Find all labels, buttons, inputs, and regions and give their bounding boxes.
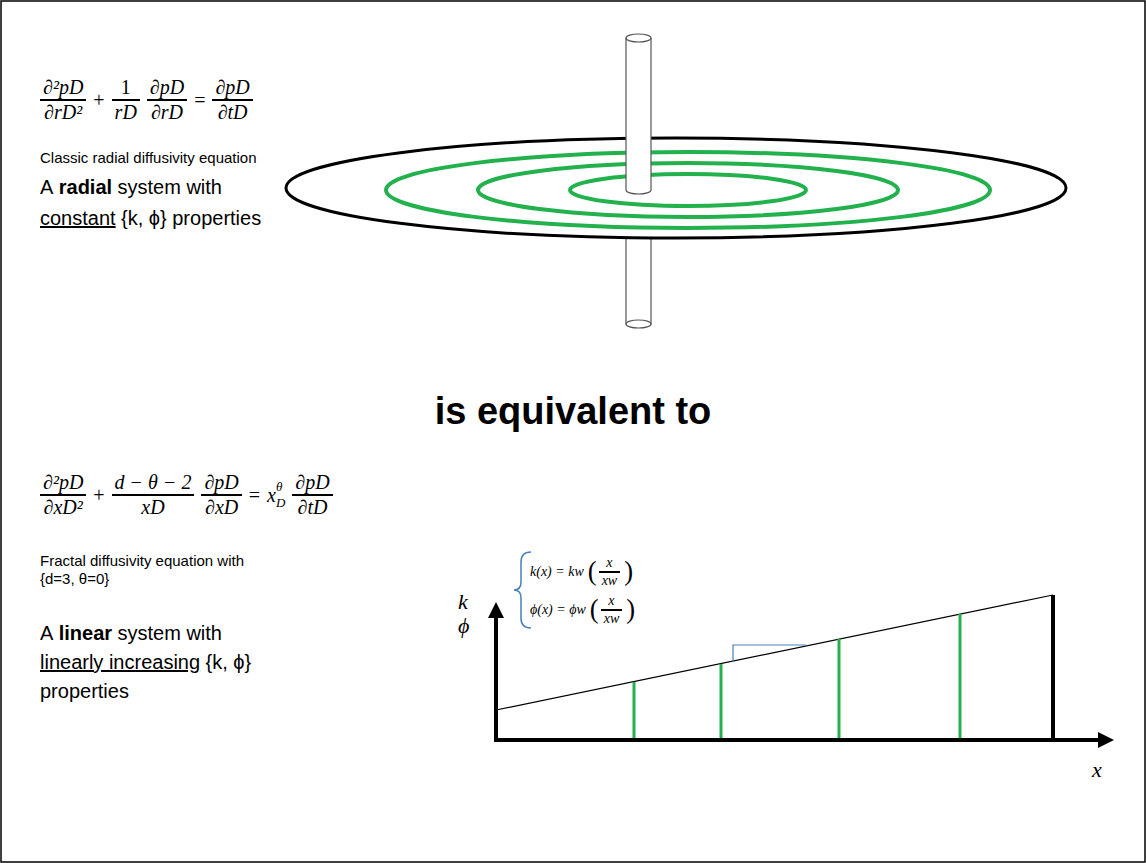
- operator: ϕ(x) = ϕw: [530, 602, 586, 617]
- operator: +: [93, 89, 104, 111]
- illustration-line: [720, 664, 723, 740]
- fraction-bar: [40, 494, 86, 495]
- bold-word: linear: [59, 622, 112, 644]
- denominator: ∂tD: [298, 496, 328, 518]
- equivalence-heading: is equivalent to: [435, 391, 712, 433]
- illustration-ellipse: [626, 320, 651, 328]
- fraction-bar: [112, 494, 195, 495]
- text-line: Aradialsystem with: [40, 176, 227, 199]
- illustration-line: [838, 639, 841, 740]
- illustration-line: [1051, 595, 1055, 740]
- denominator: xw: [604, 611, 620, 626]
- axis-label: k: [458, 590, 468, 614]
- axis-label: ϕ: [458, 614, 469, 638]
- parenthesis: (: [588, 557, 597, 586]
- illustration-polyline: [733, 645, 806, 662]
- fraction-bar: [147, 99, 187, 100]
- numerator: ∂²pD: [43, 76, 83, 98]
- description-text: system with: [117, 622, 221, 644]
- numerator: ∂pD: [204, 471, 238, 493]
- illustration-polygon: [488, 602, 504, 618]
- illustration-ellipse: [570, 174, 806, 206]
- superscript: θ: [276, 480, 282, 494]
- parenthesis: (: [590, 595, 599, 624]
- denominator: rD: [115, 101, 137, 123]
- numerator: ∂²pD: [43, 471, 83, 493]
- underlined-word: linearly increasing: [40, 651, 200, 673]
- illustration-ellipse: [286, 138, 1066, 238]
- fraction-bar: [212, 99, 252, 100]
- fraction-bar: [292, 494, 332, 495]
- axis-label: x: [1092, 758, 1102, 782]
- illustration-path: [626, 38, 651, 194]
- illustration-ellipse: [478, 163, 898, 217]
- variable: x: [267, 484, 276, 506]
- numerator: x: [608, 593, 614, 608]
- text-line: properties: [40, 680, 134, 703]
- illustration-line: [494, 738, 1102, 742]
- text-line: Alinearsystem with: [40, 622, 227, 645]
- fraction-bar: [601, 609, 623, 610]
- operator: =: [249, 484, 260, 506]
- denominator: ∂rD: [151, 101, 183, 123]
- illustration-path: [514, 552, 531, 628]
- description-text: {k, ϕ}: [205, 651, 251, 673]
- fraction-bar: [40, 99, 86, 100]
- denominator: xw: [602, 573, 618, 588]
- parenthesis: ): [624, 557, 633, 586]
- description-text: A: [40, 622, 53, 644]
- numerator: ∂pD: [295, 471, 329, 493]
- numerator: ∂pD: [150, 76, 184, 98]
- description-text: properties: [40, 680, 129, 702]
- operator: =: [194, 89, 205, 111]
- bold-word: radial: [59, 176, 112, 198]
- illustration-line: [494, 612, 498, 742]
- denominator: ∂xD²: [44, 496, 83, 518]
- illustration-ellipse: [626, 34, 651, 42]
- illustration-ellipse: [386, 152, 990, 228]
- text-line: linearly increasing{k, ϕ}: [40, 651, 257, 674]
- illustration-line: [633, 682, 636, 740]
- numerator: 1: [121, 76, 131, 98]
- equation-caption: Fractal diffusivity equation with {d=3, …: [40, 552, 255, 588]
- description-text: A: [40, 176, 53, 198]
- numerator: x: [606, 555, 612, 570]
- description-text: system with: [117, 176, 221, 198]
- denominator: xD: [141, 496, 164, 518]
- fraction-bar: [599, 571, 621, 572]
- illustration-line: [496, 595, 1053, 710]
- numerator: ∂pD: [215, 76, 249, 98]
- numerator: d − θ − 2: [115, 471, 192, 493]
- fraction-bar: [112, 99, 140, 100]
- operator: +: [93, 484, 104, 506]
- operator: k(x) = kw: [530, 564, 584, 579]
- denominator: ∂tD: [218, 101, 248, 123]
- equation-caption: Classic radial diffusivity equation: [40, 150, 257, 167]
- denominator: ∂xD: [205, 496, 238, 518]
- parenthesis: ): [626, 595, 635, 624]
- denominator: ∂rD²: [44, 101, 82, 123]
- text-line: constant{k, ϕ} properties: [40, 207, 267, 230]
- underlined-word: constant: [40, 207, 116, 229]
- subscript: D: [276, 496, 285, 510]
- illustration-polygon: [1098, 732, 1114, 748]
- fraction-bar: [201, 494, 241, 495]
- description-text: {k, ϕ} properties: [121, 207, 261, 229]
- illustration-line: [959, 614, 962, 740]
